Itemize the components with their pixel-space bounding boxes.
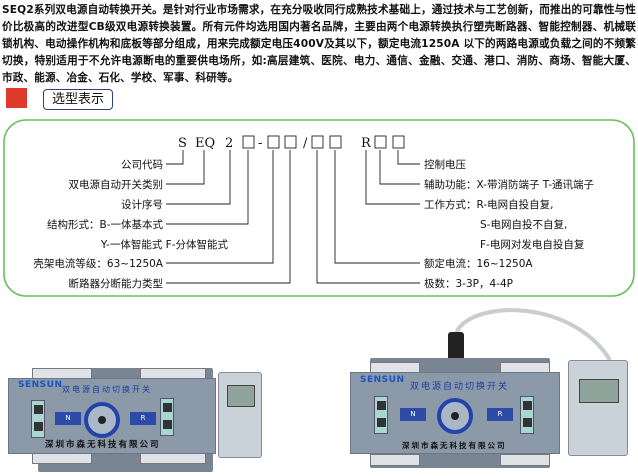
n-label: N <box>55 412 81 425</box>
product-title: 双电源自动切换开关 <box>62 385 152 394</box>
left-label: 结构形式：B-一体基本式 <box>47 218 163 231</box>
section-marker <box>6 88 27 108</box>
right-label: S-电网自投不自复, <box>480 218 567 231</box>
right-label: 工作方式：R-电网自投自复, <box>424 198 554 211</box>
model-code-diagram: S EQ 2 - / R 公司代码 双电源自动开关类别 设计序号 结构形式：B-… <box>3 119 635 297</box>
left-label: 断路器分断能力类型 <box>69 277 164 290</box>
n-label: N <box>400 408 426 421</box>
product-image-1: SENSUN 双电源自动切换开关 N R 深圳市森无科技有限公司 <box>0 360 300 476</box>
right-label: 极数：3-3P，4-4P <box>424 277 513 290</box>
company-name: 深圳市森无科技有限公司 <box>45 440 161 450</box>
r-label: R <box>487 408 513 421</box>
brand-logo: SENSUN <box>360 375 405 385</box>
r-label: R <box>130 412 156 425</box>
code-r: R <box>361 136 372 151</box>
selector-knob <box>437 398 473 434</box>
product-image-2: SENSUN 双电源自动切换开关 N R 深圳市森无科技有限公司 <box>330 300 638 476</box>
left-label: 设计序号 <box>121 198 163 211</box>
selector-knob <box>84 402 120 438</box>
diagram-frame <box>3 119 635 297</box>
left-label: 公司代码 <box>121 159 163 171</box>
company-name: 深圳市森无科技有限公司 <box>402 441 507 450</box>
right-label: F-电网对发电自投自复 <box>480 238 585 251</box>
right-label: 辅助功能：X-带消防端子 T-通讯端子 <box>424 178 594 191</box>
code-slash: / <box>303 136 308 151</box>
code-dash: - <box>258 136 262 151</box>
code-s: S <box>178 136 187 151</box>
left-label: 壳架电流等级：63~1250A <box>33 257 163 270</box>
right-label: 额定电流：16~1250A <box>424 257 533 270</box>
left-label: 双电源自动开关类别 <box>69 178 164 191</box>
intro-paragraph: SEQ2系列双电源自动转换开关。是针对行业市场需求，在充分吸收同行成熟技术基础上… <box>2 4 636 84</box>
right-label: 控制电压 <box>424 158 466 171</box>
controller <box>218 372 262 458</box>
left-label: Y-一体智能式 F-分体智能式 <box>100 238 229 251</box>
code-eq: EQ <box>195 136 215 151</box>
brand-logo: SENSUN <box>18 380 63 390</box>
code-2: 2 <box>225 136 233 151</box>
controller <box>568 360 628 456</box>
section-title: 选型表示 <box>43 89 114 110</box>
product-title: 双电源自动切换开关 <box>410 382 510 392</box>
